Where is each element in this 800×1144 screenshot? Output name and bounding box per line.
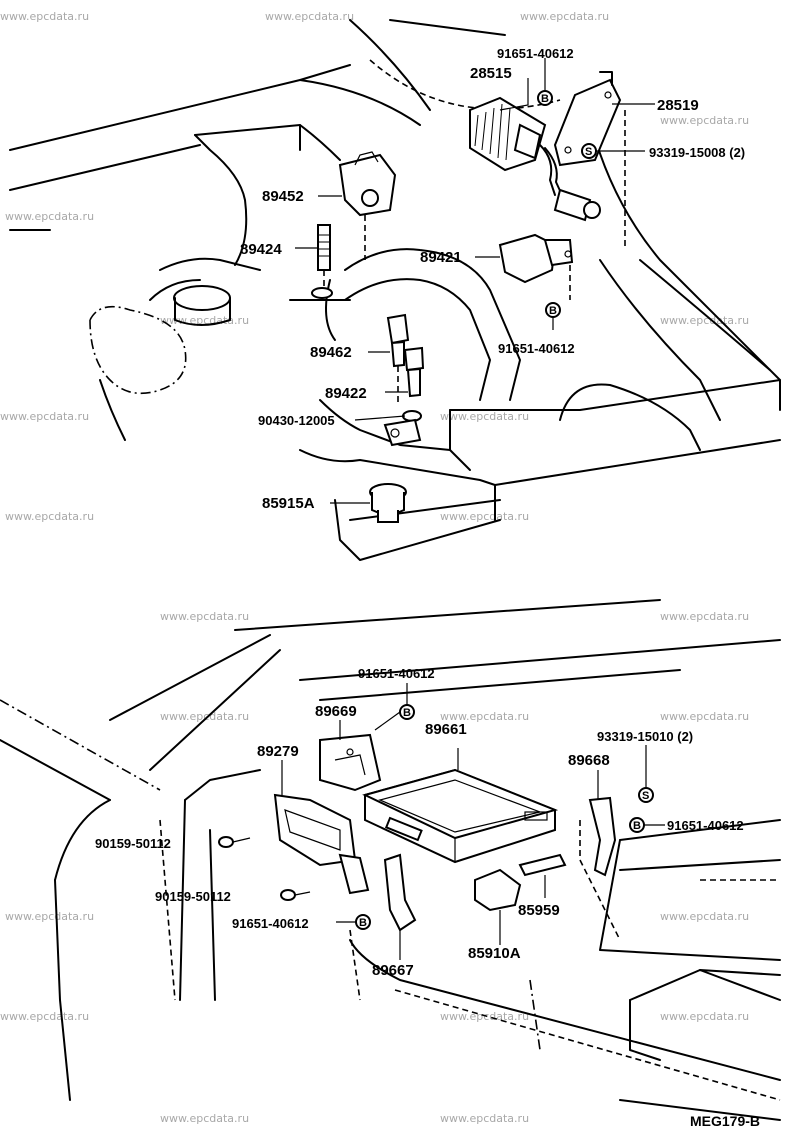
part-89669-bracket[interactable] [319, 720, 382, 792]
watermark: www.epcdata.ru [0, 410, 89, 423]
part-90430-gasket[interactable] [383, 418, 422, 447]
labels-bottom: 91651-40612 89669 89661 89279 93319-1501… [95, 666, 744, 979]
watermark: www.epcdata.ru [440, 1010, 529, 1023]
watermark: www.epcdata.ru [160, 610, 249, 623]
screw-symbol-b: S [638, 745, 654, 803]
screw-symbol-top: S [581, 143, 645, 159]
part-89661-ecu[interactable] [362, 748, 559, 864]
part-89452-sensor[interactable] [338, 151, 397, 260]
watermark: www.epcdata.ru [5, 910, 94, 923]
label-90159-50112-a[interactable]: 90159-50112 [95, 836, 171, 851]
watermark: www.epcdata.ru [160, 314, 249, 327]
label-89667[interactable]: 89667 [372, 962, 414, 979]
label-89422[interactable]: 89422 [325, 385, 367, 402]
bolt-symbol-b1: B [374, 683, 415, 731]
watermark: www.epcdata.ru [660, 710, 749, 723]
part-89668-bracket[interactable] [588, 770, 617, 877]
label-89462[interactable]: 89462 [310, 344, 352, 361]
part-89424-sensor[interactable] [311, 224, 333, 299]
label-28515[interactable]: 28515 [470, 65, 512, 82]
svg-text:S: S [585, 146, 592, 158]
engine-bay-outline [9, 19, 781, 561]
watermark: www.epcdata.ru [520, 10, 609, 23]
label-93319-15010[interactable]: 93319-15010 (2) [597, 729, 693, 744]
watermark: www.epcdata.ru [660, 1010, 749, 1023]
part-85915A-switch[interactable] [369, 483, 407, 523]
svg-text:B: B [403, 707, 411, 719]
diagram-code: MEG179-B [690, 1113, 760, 1129]
dash-outline [0, 599, 781, 1121]
label-89279[interactable]: 89279 [257, 743, 299, 760]
watermark: www.epcdata.ru [160, 1112, 249, 1125]
label-91651-40612-b[interactable]: 91651-40612 [358, 666, 435, 681]
watermark: www.epcdata.ru [660, 610, 749, 623]
watermark: www.epcdata.ru [5, 210, 94, 223]
bolt-symbol-top: B [537, 58, 553, 106]
part-89667-bracket[interactable] [383, 853, 417, 960]
label-91651-40612-d[interactable]: 91651-40612 [232, 916, 309, 931]
svg-text:S: S [642, 790, 649, 802]
label-91651-40612[interactable]: 91651-40612 [497, 46, 574, 61]
label-89421[interactable]: 89421 [420, 249, 462, 266]
labels-top: 91651-40612 28515 28519 93319-15008 (2) … [240, 46, 745, 512]
watermark: www.epcdata.ru [660, 314, 749, 327]
label-89661[interactable]: 89661 [425, 721, 467, 738]
label-93319-15008[interactable]: 93319-15008 (2) [649, 145, 745, 160]
watermark: www.epcdata.ru [265, 10, 354, 23]
svg-text:B: B [359, 917, 367, 929]
watermark: www.epcdata.ru [440, 1112, 529, 1125]
leader-lines-top: B [295, 78, 655, 504]
label-89668[interactable]: 89668 [568, 752, 610, 769]
label-91651-40612-mid[interactable]: 91651-40612 [498, 341, 575, 356]
label-85915A[interactable]: 85915A [262, 495, 315, 512]
bolt-symbol-b3: B [355, 914, 371, 930]
label-91651-40612-c[interactable]: 91651-40612 [667, 818, 744, 833]
watermark: www.epcdata.ru [0, 10, 89, 23]
watermark: www.epcdata.ru [5, 510, 94, 523]
bolt-90159-a [218, 836, 251, 848]
watermark: www.epcdata.ru [440, 410, 529, 423]
watermark: www.epcdata.ru [660, 910, 749, 923]
svg-text:B: B [633, 820, 641, 832]
label-89669[interactable]: 89669 [315, 703, 357, 720]
watermark: www.epcdata.ru [660, 114, 749, 127]
label-89424[interactable]: 89424 [240, 241, 282, 258]
label-85959[interactable]: 85959 [518, 902, 560, 919]
part-89422-sensor[interactable] [402, 346, 425, 422]
part-28515-resistor[interactable] [469, 96, 601, 222]
watermark: www.epcdata.ru [440, 710, 529, 723]
part-89462-sensor[interactable] [386, 313, 410, 405]
label-89452[interactable]: 89452 [262, 188, 304, 205]
label-90159-50112-b[interactable]: 90159-50112 [155, 889, 231, 904]
bolt-90159-b [280, 889, 311, 901]
part-85959-bracket[interactable] [518, 853, 567, 898]
svg-text:B: B [549, 305, 557, 317]
label-28519[interactable]: 28519 [657, 97, 699, 114]
bolt-symbol-b2: B [629, 817, 665, 833]
watermark-layer: www.epcdata.ru www.epcdata.ru www.epcdat… [0, 10, 749, 1125]
label-85910A[interactable]: 85910A [468, 945, 521, 962]
part-89279-bracket[interactable] [273, 760, 370, 895]
part-85910A-relay[interactable] [474, 868, 522, 945]
part-89421-sensor[interactable] [498, 233, 574, 300]
watermark: www.epcdata.ru [440, 510, 529, 523]
watermark: www.epcdata.ru [160, 710, 249, 723]
svg-text:B: B [541, 93, 549, 105]
part-28519-bracket[interactable] [553, 71, 626, 250]
label-90430-12005[interactable]: 90430-12005 [258, 413, 335, 428]
watermark: www.epcdata.ru [0, 1010, 89, 1023]
